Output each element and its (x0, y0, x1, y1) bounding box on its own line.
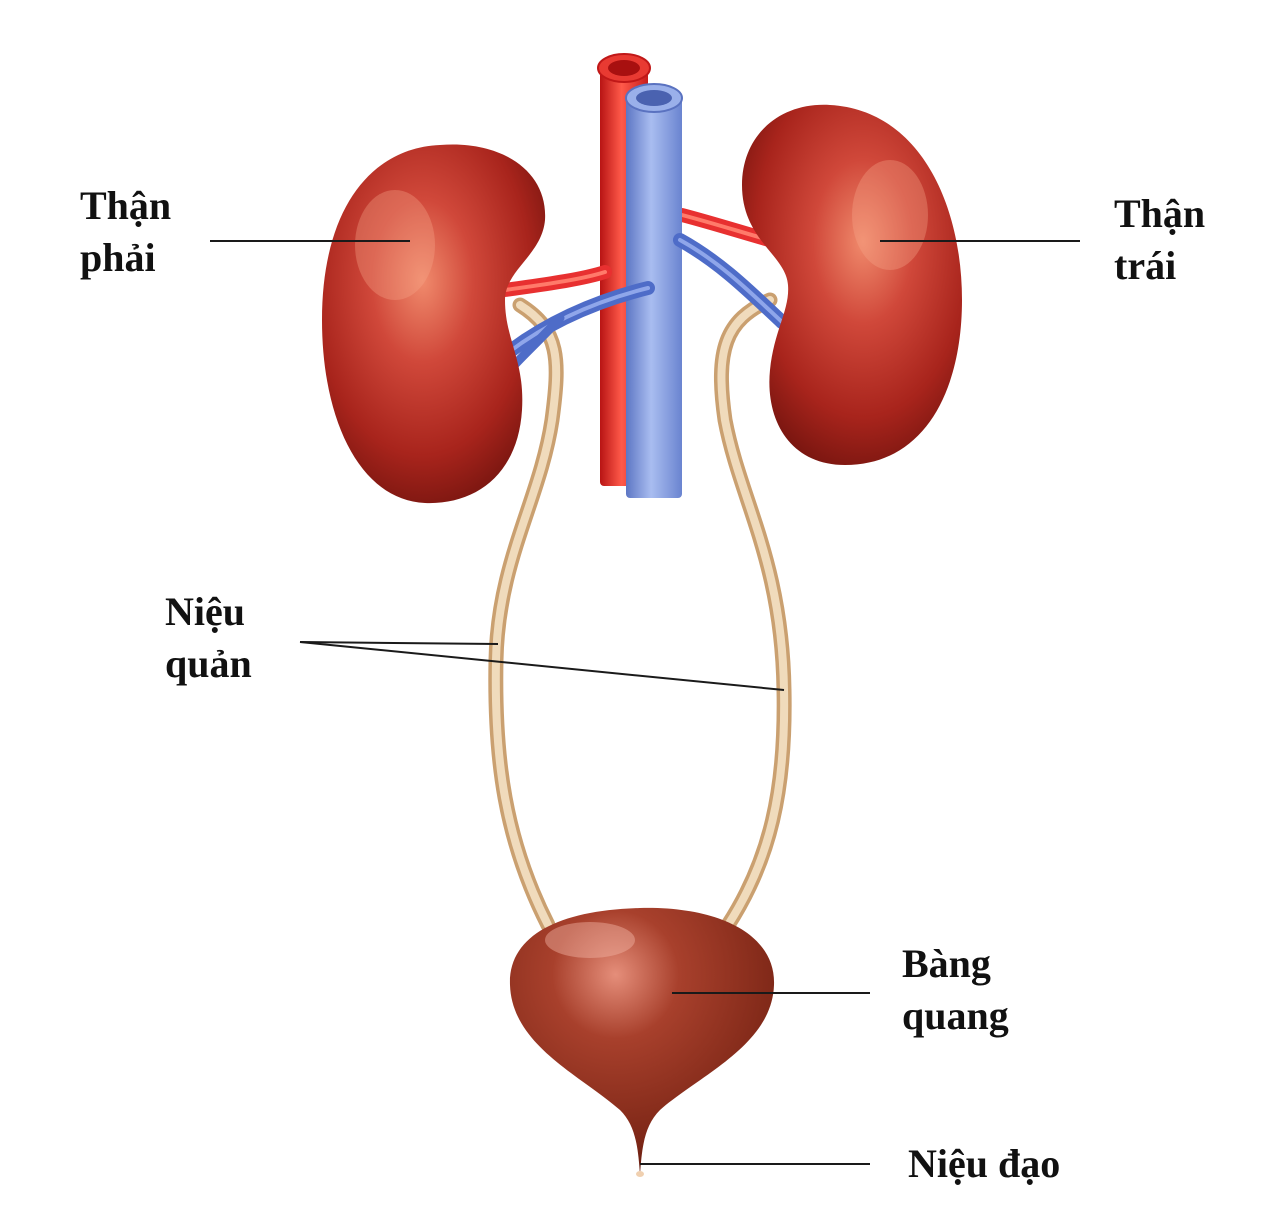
leader-line-ureter-right (299, 641, 499, 645)
left-ureter-highlight (717, 296, 789, 929)
leader-line-ureter-left (299, 641, 785, 691)
left-kidney (742, 104, 962, 466)
urethra-opening (636, 1171, 644, 1177)
label-ureter: Niệu quản (165, 589, 252, 686)
label-right-kidney: Thận phải (80, 183, 172, 280)
right-kidney (322, 144, 546, 504)
right-ureter-highlight (491, 301, 561, 929)
vena-cava (626, 98, 682, 498)
label-left-kidney: Thận trái (1114, 191, 1206, 288)
leader-lines (210, 240, 1080, 1165)
bladder (509, 907, 775, 1175)
label-bladder: Bàng quang (902, 941, 1009, 1038)
label-urethra: Niệu đạo (908, 1141, 1061, 1186)
